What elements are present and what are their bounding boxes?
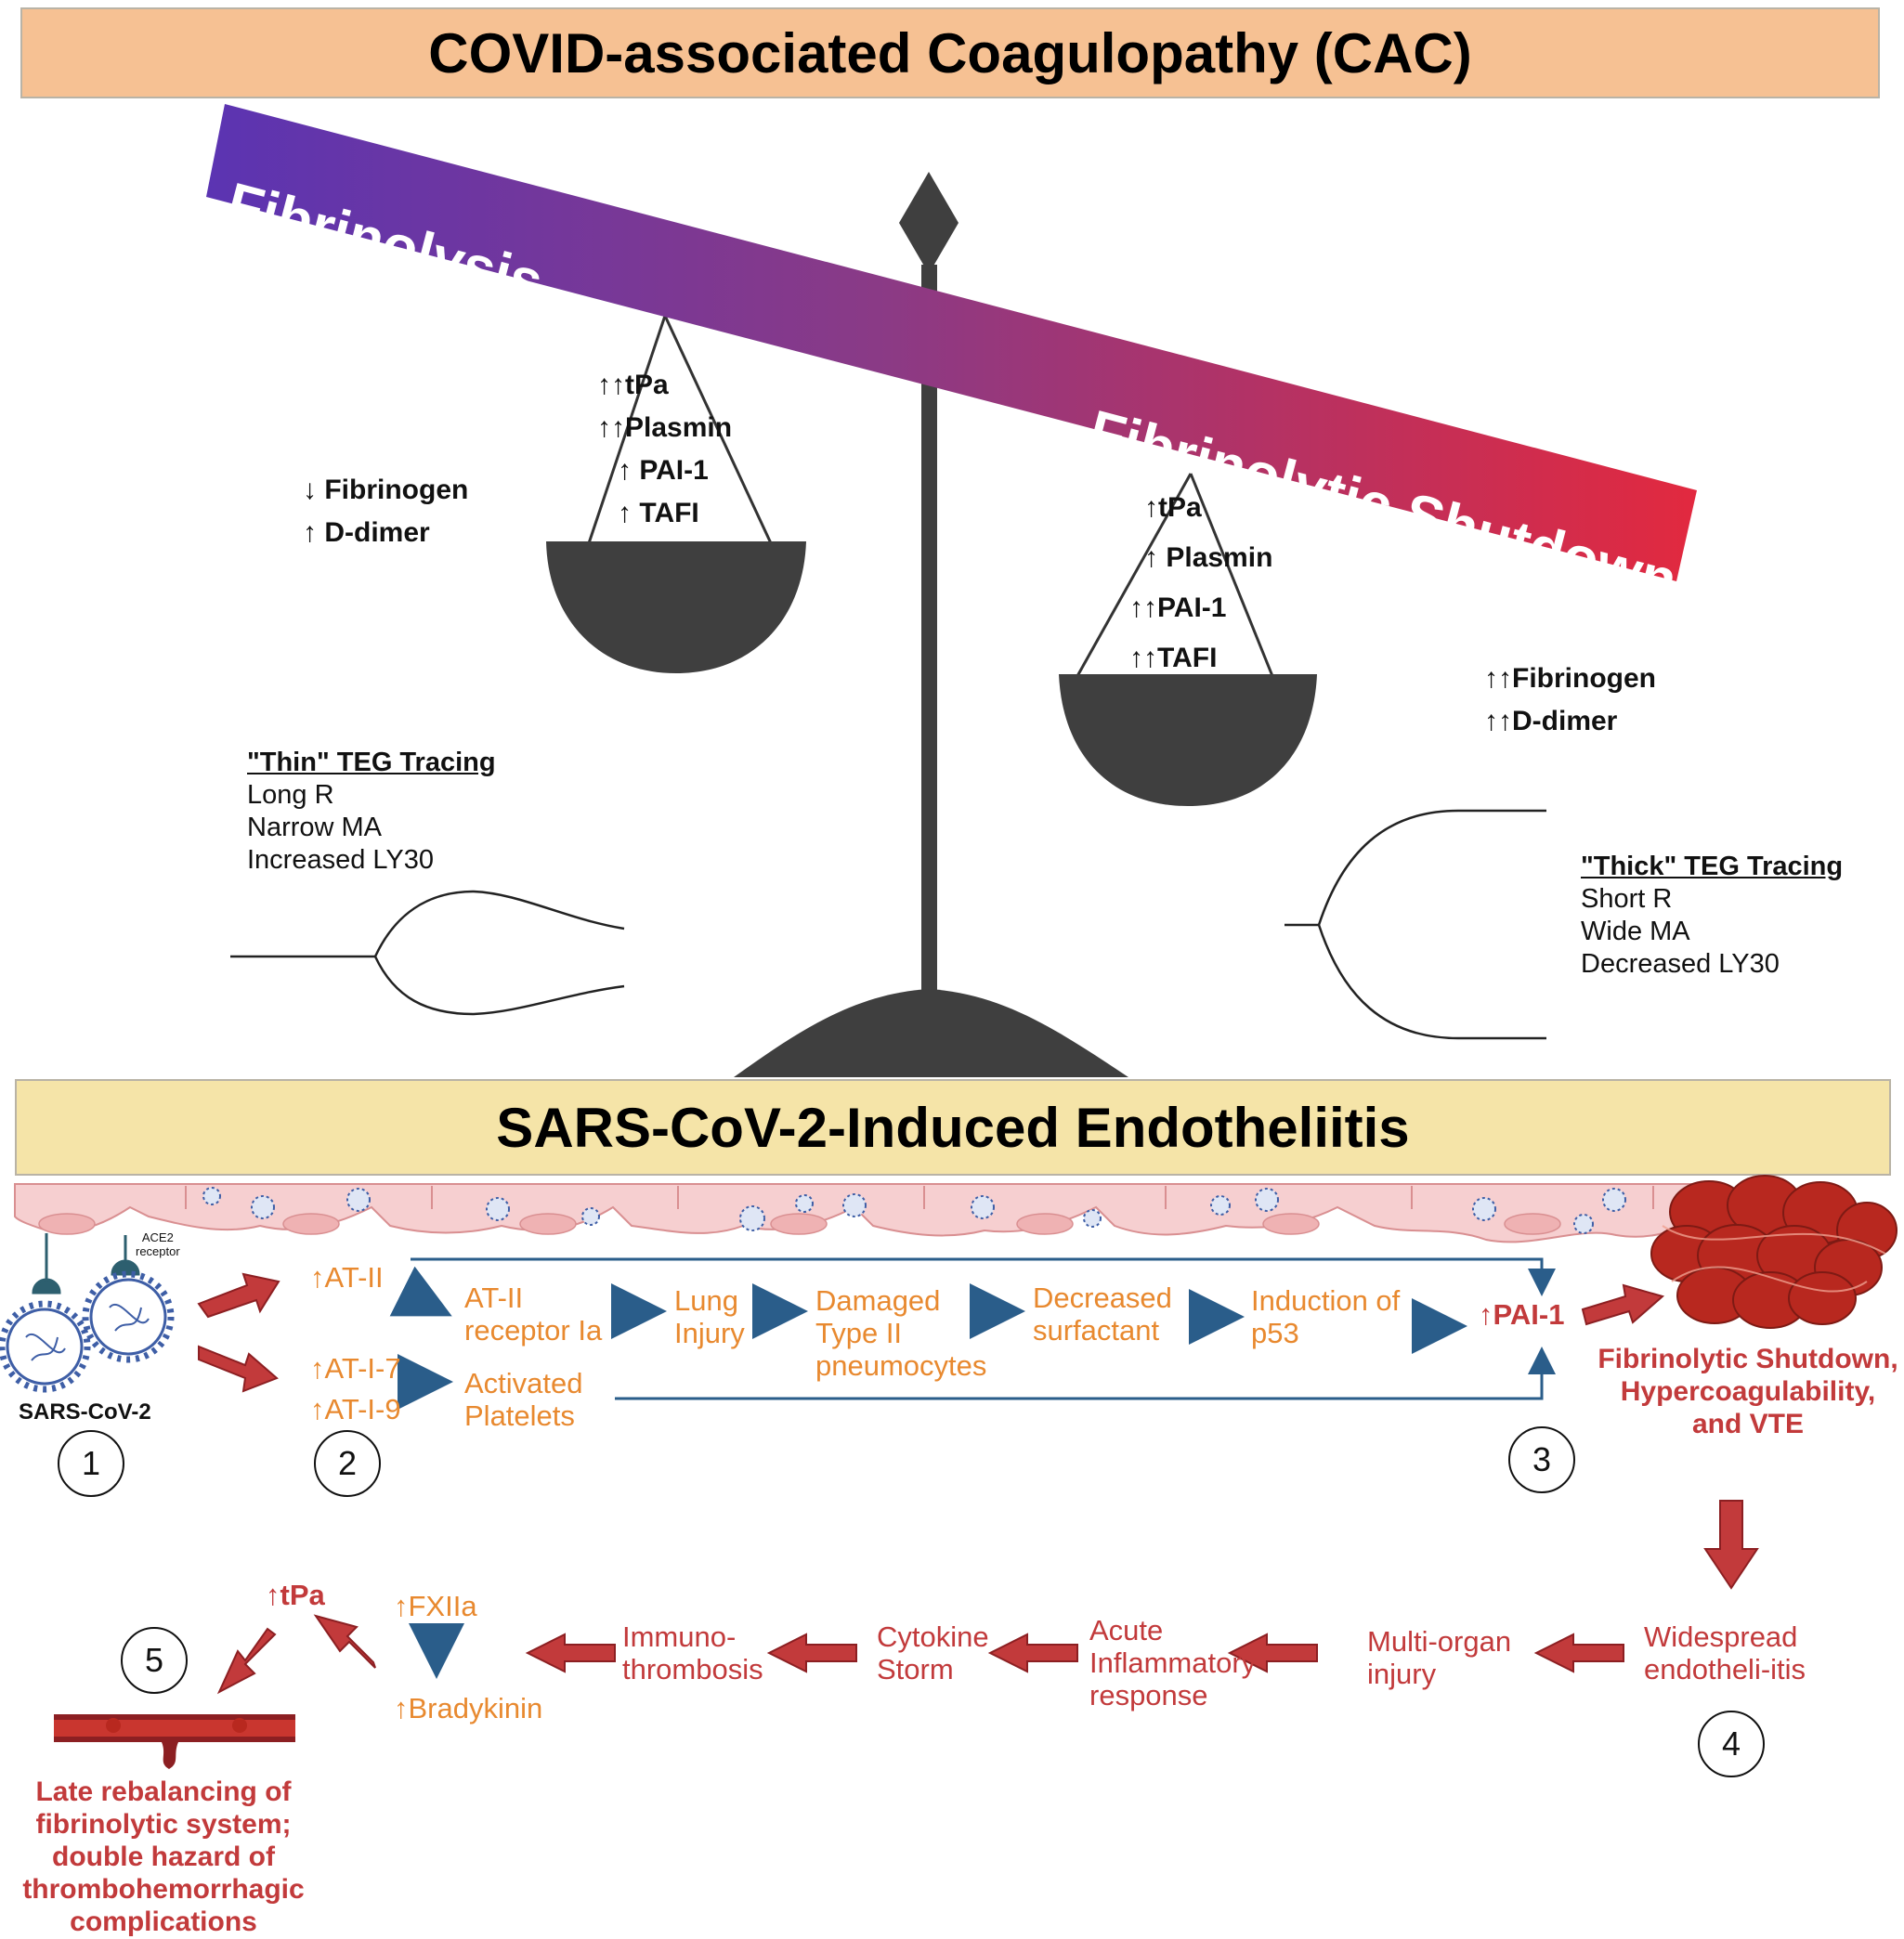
- marker-fibrinogen: ↑↑Fibrinogen: [1484, 663, 1656, 694]
- left-pan-item: ↑ PAI-1: [618, 455, 709, 486]
- endotheliitis-title: SARS-CoV-2-Induced Endotheliitis: [496, 1096, 1410, 1159]
- scale-finial: [899, 172, 959, 274]
- right-pan-item: ↑ Plasmin: [1144, 542, 1273, 573]
- thick-teg-line: Decreased LY30: [1581, 949, 1780, 979]
- thin-teg-line: Long R: [247, 780, 334, 810]
- left-pan-item: ↑↑tPa: [597, 370, 669, 400]
- marker-d-dimer: ↑↑D-dimer: [1484, 706, 1618, 736]
- scale-beam: [206, 104, 1697, 581]
- thick-teg-text: "Thick" TEG Tracing Short R Wide MA Decr…: [1581, 851, 1843, 981]
- pathway-arrows: [389, 1266, 1467, 1679]
- bradykinin-node: ↑Bradykinin: [394, 1692, 543, 1724]
- right-pan: [1059, 674, 1317, 806]
- blood-vessel-icon: [54, 1714, 295, 1769]
- title-banner: COVID-associated Coagulopathy (CAC): [20, 7, 1880, 98]
- at2-node: ↑AT-II: [310, 1261, 384, 1294]
- endotheliitis-banner: SARS-CoV-2-Induced Endotheliitis: [15, 1079, 1891, 1176]
- virus-label: SARS-CoV-2: [19, 1399, 151, 1425]
- step-4-badge: 4: [1698, 1711, 1765, 1777]
- thin-teg-tracing: [230, 890, 625, 1016]
- thin-teg-text: "Thin" TEG Tracing Long R Narrow MA Incr…: [247, 747, 496, 877]
- right-lab-markers: ↑↑Fibrinogen ↑↑D-dimer: [1484, 657, 1656, 743]
- scale-pole: [921, 265, 937, 1008]
- thick-teg-heading: "Thick" TEG Tracing: [1581, 852, 1844, 881]
- right-pan-item: ↑tPa: [1144, 492, 1202, 523]
- sars-cov-2-virus: [0, 1270, 175, 1393]
- thin-teg-line: Increased LY30: [247, 845, 434, 875]
- left-pan-item: ↑↑Plasmin: [597, 412, 733, 443]
- virus-particles: [202, 1187, 1626, 1234]
- step-5-badge: 5: [121, 1627, 188, 1694]
- left-lab-markers: ↓ Fibrinogen ↑ D-dimer: [303, 469, 468, 554]
- scale-base: [734, 989, 1128, 1077]
- thin-teg-heading: "Thin" TEG Tracing: [247, 748, 496, 777]
- left-pan-item: ↑ TAFI: [618, 498, 699, 528]
- left-pan: [546, 541, 806, 673]
- step-3-badge: 3: [1508, 1426, 1575, 1493]
- right-pan-item: ↑↑PAI-1: [1129, 592, 1227, 623]
- at19-node: ↑AT-I-9: [310, 1393, 401, 1425]
- tpa-node: ↑tPa: [266, 1579, 325, 1611]
- marker-d-dimer: ↑ D-dimer: [303, 517, 430, 548]
- step-2-badge: 2: [314, 1430, 381, 1497]
- thick-teg-tracing: [1285, 809, 1546, 1040]
- fxiia-node: ↑FXIIa: [394, 1590, 477, 1622]
- immunothrombosis-node: Immuno-thrombosis: [622, 1620, 763, 1685]
- right-pan-list: ↑tPa ↑ Plasmin ↑↑PAI-1 ↑↑TAFI: [1129, 483, 1273, 683]
- ace2-receptors: [32, 1233, 140, 1295]
- blood-clot-cluster: [1650, 1175, 1897, 1329]
- thick-teg-line: Short R: [1581, 884, 1673, 914]
- marker-fibrinogen: ↓ Fibrinogen: [303, 475, 469, 505]
- ace2-label: ACE2 receptor: [136, 1230, 180, 1258]
- pai1-node: ↑PAI-1: [1479, 1298, 1565, 1331]
- step-1-badge: 1: [58, 1430, 124, 1497]
- pathway-connectors: [411, 1257, 1556, 1400]
- thin-teg-line: Narrow MA: [247, 813, 383, 842]
- red-flow-arrows: [197, 1272, 1759, 1695]
- left-pan-list: ↑↑tPa ↑↑Plasmin ↑ PAI-1 ↑ TAFI: [597, 364, 732, 535]
- cell-nuclei: [38, 1213, 1561, 1235]
- outcome-label: Fibrinolytic Shutdown,Hypercoagulability…: [1598, 1344, 1898, 1439]
- page-title: COVID-associated Coagulopathy (CAC): [428, 21, 1472, 85]
- at17-node: ↑AT-I-7: [310, 1352, 401, 1385]
- right-pan-item: ↑↑TAFI: [1129, 643, 1218, 673]
- angiotensin-nodes: ↑AT-I-7 ↑AT-I-9: [310, 1348, 401, 1430]
- thick-teg-line: Wide MA: [1581, 917, 1690, 946]
